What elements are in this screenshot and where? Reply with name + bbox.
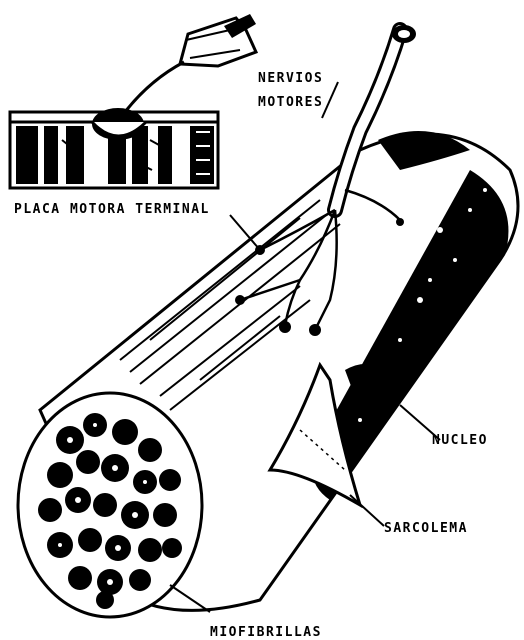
motor-end-plate-inset	[10, 14, 256, 188]
label-miofibrillas: MIOFIBRILLAS	[210, 626, 322, 639]
label-sarcolema: SARCOLEMA	[384, 522, 468, 535]
label-nervios: NERVIOS	[258, 72, 323, 85]
label-nucleo: NUCLEO	[432, 434, 488, 447]
label-motores: MOTORES	[258, 96, 323, 109]
label-placa-motora: PLACA MOTORA TERMINAL	[14, 203, 210, 216]
